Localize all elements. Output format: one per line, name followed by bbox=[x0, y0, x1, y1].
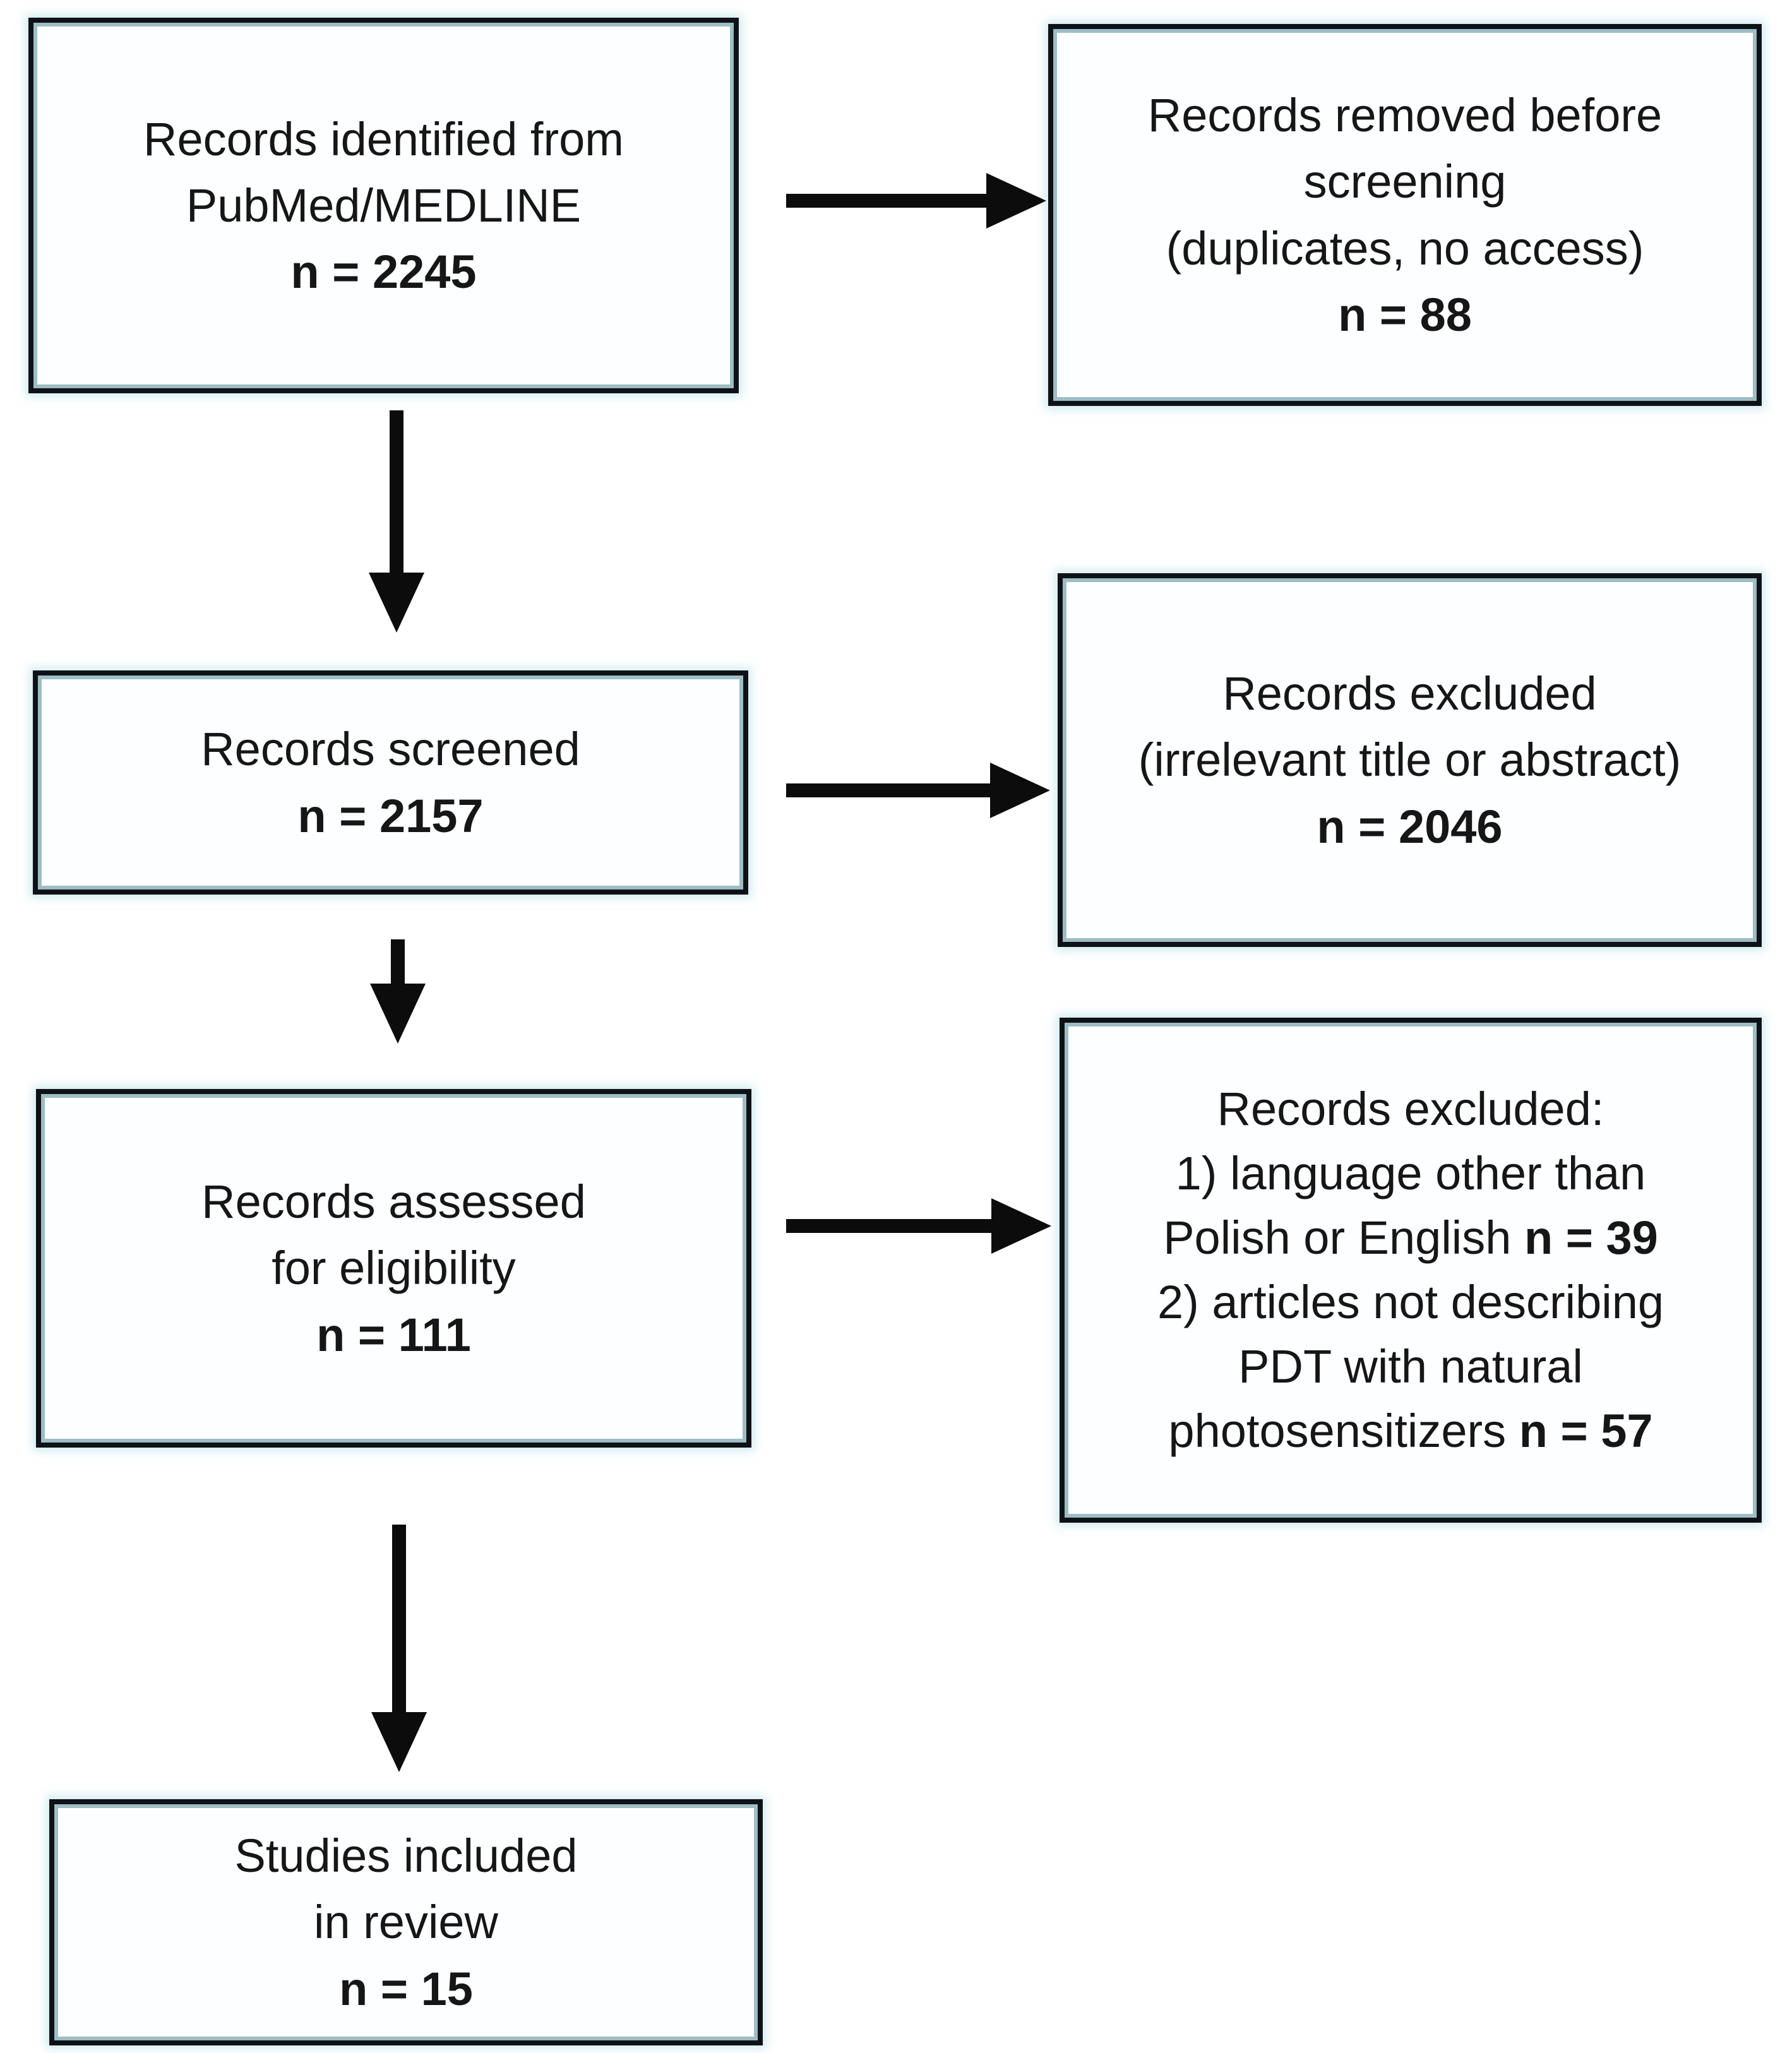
box-line: Records removed before bbox=[1148, 82, 1662, 148]
text-segment: Records excluded bbox=[1222, 667, 1597, 720]
box-records-assessed: Records assessed for eligibility n = 111 bbox=[36, 1089, 751, 1448]
arrow-shaft bbox=[390, 410, 403, 573]
box-line: in review bbox=[314, 1889, 498, 1955]
box-line: Records assessed bbox=[201, 1169, 586, 1235]
box-line: n = 88 bbox=[1338, 282, 1472, 348]
box-line: photosensitizers n = 57 bbox=[1168, 1399, 1652, 1463]
box-line: (duplicates, no access) bbox=[1166, 215, 1644, 282]
box-line: for eligibility bbox=[272, 1235, 516, 1301]
arrow-shaft bbox=[786, 1219, 991, 1233]
count-value: n = 2157 bbox=[297, 789, 484, 842]
box-line: 2) articles not describing bbox=[1157, 1270, 1664, 1335]
arrow-head-icon bbox=[991, 1198, 1051, 1254]
arrow-shaft bbox=[391, 939, 405, 984]
box-line: n = 2245 bbox=[290, 239, 476, 305]
box-line: screening bbox=[1304, 148, 1507, 215]
arrow-head-icon bbox=[371, 1712, 427, 1772]
box-line: Records screened bbox=[201, 716, 580, 782]
arrow-head-icon bbox=[370, 984, 426, 1044]
count-value: n = 88 bbox=[1338, 288, 1472, 341]
text-segment: Records excluded: bbox=[1217, 1082, 1604, 1135]
box-records-screened: Records screened n = 2157 bbox=[33, 670, 748, 895]
count-value: n = 39 bbox=[1524, 1211, 1658, 1264]
arrow-right-screened-to-excluded bbox=[786, 763, 1050, 818]
box-line: 1) language other than bbox=[1176, 1141, 1646, 1206]
text-segment: Polish or English bbox=[1163, 1211, 1524, 1264]
text-segment: (duplicates, no access) bbox=[1166, 222, 1644, 275]
arrow-down-assessed-to-included bbox=[371, 1525, 427, 1772]
arrow-down-identified-to-screened bbox=[369, 410, 424, 633]
box-line: Polish or English n = 39 bbox=[1163, 1206, 1658, 1270]
box-line: n = 15 bbox=[339, 1956, 473, 2022]
arrow-head-icon bbox=[986, 173, 1046, 229]
arrow-shaft bbox=[786, 783, 990, 797]
text-segment: Records screened bbox=[201, 723, 580, 776]
text-segment: Records assessed bbox=[201, 1175, 586, 1229]
text-segment: 2) articles not describing bbox=[1157, 1276, 1664, 1328]
box-records-excluded-screening: Records excluded (irrelevant title or ab… bbox=[1058, 573, 1762, 947]
box-line: n = 2157 bbox=[297, 783, 483, 849]
arrow-right-identified-to-removed bbox=[786, 173, 1046, 229]
text-segment: screening bbox=[1303, 155, 1507, 208]
box-line: Studies included bbox=[234, 1823, 577, 1889]
text-segment: PDT with natural bbox=[1238, 1340, 1583, 1393]
box-line: n = 111 bbox=[316, 1302, 471, 1368]
count-value: n = 15 bbox=[339, 1962, 473, 2015]
text-segment: in review bbox=[314, 1896, 498, 1949]
box-records-excluded-eligibility: Records excluded: 1) language other than… bbox=[1060, 1018, 1762, 1523]
box-studies-included: Studies included in review n = 15 bbox=[49, 1799, 763, 2045]
text-segment: 1) language other than bbox=[1175, 1146, 1646, 1199]
box-records-removed: Records removed before screening (duplic… bbox=[1048, 24, 1762, 406]
arrow-down-screened-to-assessed bbox=[370, 939, 426, 1044]
box-line: PDT with natural bbox=[1238, 1335, 1583, 1399]
text-segment: PubMed/MEDLINE bbox=[186, 179, 582, 232]
box-line: PubMed/MEDLINE bbox=[186, 172, 581, 239]
text-segment: for eligibility bbox=[272, 1242, 516, 1295]
box-records-identified: Records identified from PubMed/MEDLINE n… bbox=[28, 18, 739, 393]
count-value: n = 2046 bbox=[1317, 800, 1503, 853]
box-line: n = 2046 bbox=[1317, 794, 1502, 860]
box-line: Records identified from bbox=[143, 106, 624, 172]
count-value: n = 111 bbox=[316, 1308, 471, 1361]
text-segment: (irrelevant title or abstract) bbox=[1138, 734, 1681, 787]
arrow-shaft bbox=[786, 194, 986, 208]
arrow-right-assessed-to-excluded bbox=[786, 1198, 1051, 1254]
box-line: Records excluded bbox=[1222, 660, 1596, 727]
count-value: n = 57 bbox=[1519, 1405, 1653, 1458]
count-value: n = 2245 bbox=[290, 246, 477, 299]
arrow-shaft bbox=[392, 1525, 406, 1712]
arrow-head-icon bbox=[369, 573, 424, 633]
text-segment: photosensitizers bbox=[1168, 1405, 1519, 1458]
text-segment: Studies included bbox=[234, 1830, 578, 1883]
arrow-head-icon bbox=[990, 763, 1050, 818]
box-line: Records excluded: bbox=[1217, 1077, 1604, 1141]
text-segment: Records removed before bbox=[1147, 89, 1663, 142]
text-segment: Records identified from bbox=[143, 112, 624, 165]
box-line: (irrelevant title or abstract) bbox=[1138, 727, 1681, 793]
